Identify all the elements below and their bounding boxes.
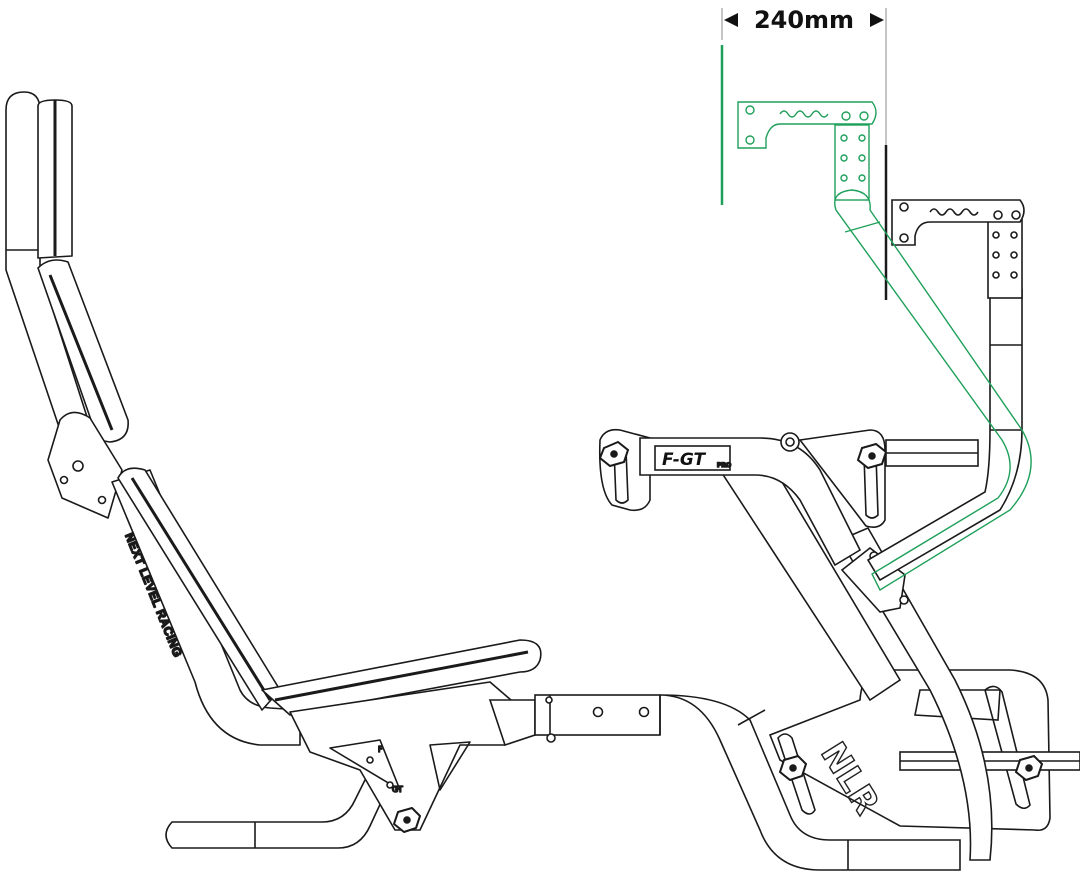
- tower-bracket-adjusted: [737, 101, 877, 149]
- dimension-label: 240mm: [754, 6, 854, 34]
- seat-hinge-plate: [47, 411, 123, 519]
- lower-s-tube: [659, 694, 961, 871]
- bracket-text: GT: [392, 785, 403, 794]
- arrow-left-icon: [724, 13, 738, 27]
- bracket-letter: F: [378, 745, 383, 754]
- seat-upper-back-pad: [37, 259, 129, 443]
- seat: F GT NEXT LEVEL RACING: [5, 91, 542, 849]
- wheel-deck: F-GT PRO: [598, 428, 979, 567]
- upright-tower-adjusted: [720, 45, 1032, 591]
- tower-post-default: [987, 211, 1023, 299]
- base-slot-right: [984, 685, 1031, 810]
- dimension-annotation: 240mm: [721, 6, 887, 300]
- arrow-right-icon: [870, 13, 884, 27]
- model-badge-text: F-GT: [662, 450, 706, 470]
- tower-tube-adjusted: [834, 189, 1032, 591]
- pedal-base-plate: [768, 669, 1051, 832]
- bolt-icon[interactable]: [899, 595, 909, 605]
- bolt-icon[interactable]: [899, 202, 909, 212]
- center-rail: [488, 694, 961, 871]
- seat-base-tube: [165, 749, 397, 849]
- bolt-icon[interactable]: [993, 210, 1003, 220]
- model-badge-sub: PRO: [717, 462, 731, 469]
- bolt-icon[interactable]: [592, 706, 604, 718]
- model-badge: [654, 445, 731, 471]
- tower-post-adjusted: [834, 124, 870, 201]
- bolt-icon[interactable]: [638, 706, 650, 718]
- base-slot-left: [777, 733, 816, 815]
- tower-bracket-default: [891, 199, 1025, 246]
- bolt-icon[interactable]: [899, 233, 909, 243]
- bolt-icon[interactable]: [1011, 210, 1021, 220]
- front-frame: NLR: [718, 443, 1080, 861]
